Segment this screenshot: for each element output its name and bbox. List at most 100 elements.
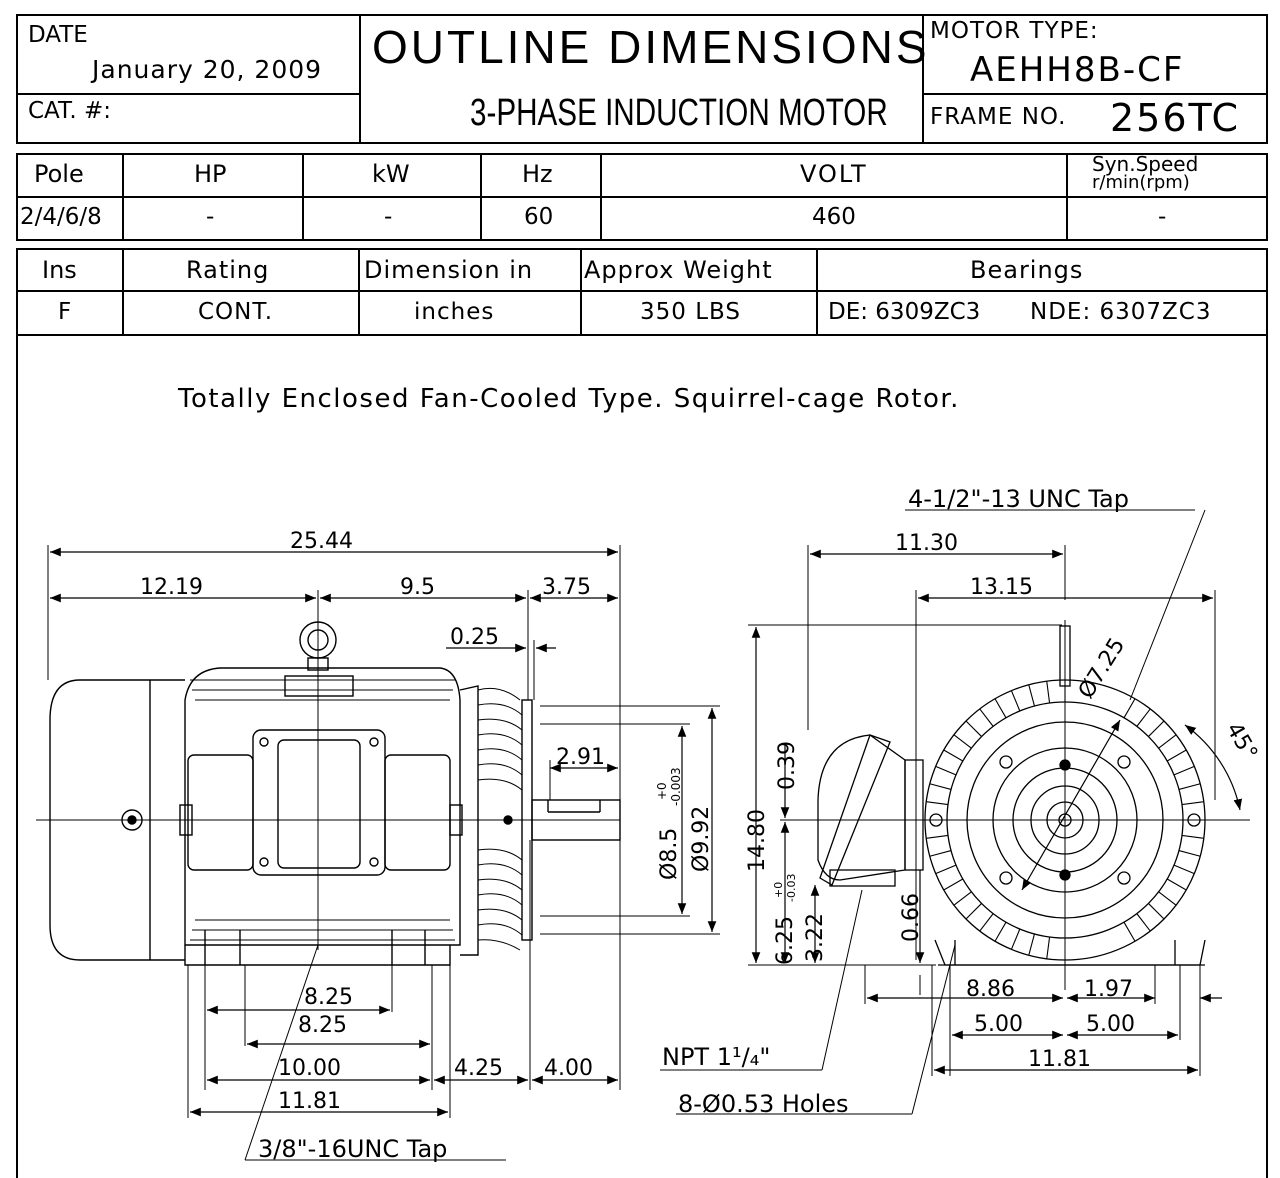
date-label: DATE: [28, 22, 88, 48]
fin-line: [935, 765, 957, 776]
th-rating: Rating: [186, 256, 270, 284]
dim-11-81-side: 11.81: [278, 1089, 341, 1114]
fin-line: [926, 801, 949, 806]
dim-4-00: 4.00: [544, 1056, 593, 1081]
dim-12-19: 12.19: [140, 575, 203, 600]
dim-5-00-b: 5.00: [1086, 1012, 1135, 1037]
th-ins: Ins: [42, 256, 77, 284]
fin-line: [1123, 921, 1136, 942]
fin-line: [1148, 903, 1165, 920]
dim-11-30: 11.30: [895, 531, 958, 556]
end-bracket: [459, 685, 479, 956]
fin-line: [965, 903, 982, 920]
td-kw: -: [384, 204, 393, 230]
dim-shaft-dia: Ø8.5: [657, 828, 682, 880]
td-volt: 460: [812, 204, 856, 230]
dimension-labels: 25.44 12.19 9.5 3.75 0.25 2.91 Ø8.5 +0 -…: [140, 485, 1262, 1163]
fin-line: [929, 783, 952, 790]
th-volt: VOLT: [800, 160, 868, 188]
drawing-frame-left: [16, 336, 18, 1178]
dim-11-81-front: 11.81: [1028, 1047, 1091, 1072]
dim-3-75: 3.75: [542, 575, 591, 600]
dim-10-00: 10.00: [278, 1056, 341, 1081]
fin-line: [1028, 933, 1035, 956]
th-pole: Pole: [34, 160, 84, 188]
dim-6-25-tol-plus: +0: [772, 882, 785, 898]
motor-type-value: AEHH8B-CF: [970, 50, 1185, 90]
tap-label-front: 4-1/2"-13 UNC Tap: [908, 485, 1129, 513]
dim-0-39: 0.39: [775, 741, 800, 790]
spec1-vline: [600, 153, 602, 241]
date-value: January 20, 2009: [92, 55, 323, 84]
dim-2-91: 2.91: [556, 745, 605, 770]
fin-line: [1046, 936, 1051, 959]
fin-line: [953, 734, 972, 749]
dim-shaft-tol-plus: +0: [655, 782, 669, 800]
side-view: [36, 590, 621, 966]
tap-label-side: 3/8"-16UNC Tap: [258, 1135, 447, 1163]
spec1-vline: [122, 153, 124, 241]
spec1-hline: [16, 196, 1268, 198]
title-hline-right: [922, 93, 1268, 95]
fan-center-mark: [121, 809, 143, 831]
fin-line: [1046, 681, 1051, 704]
dim-8-25-b: 8.25: [298, 1013, 347, 1038]
th-dimension: Dimension in: [364, 256, 534, 284]
drawing-frame-right: [1266, 336, 1268, 1178]
fin-line: [1158, 891, 1177, 906]
th-hz: Hz: [522, 160, 553, 188]
dim-3-22: 3.22: [803, 913, 828, 962]
spec1-vline: [302, 153, 304, 241]
td-bearing-de: DE: 6309ZC3: [828, 299, 981, 325]
title-divider-2: [922, 14, 924, 144]
fin-line: [1136, 913, 1151, 932]
fin-line: [965, 720, 982, 737]
side-dimensions: [47, 545, 720, 1161]
fan-cover: [49, 679, 185, 961]
fin-line: [979, 708, 994, 727]
spec2-hline: [16, 290, 1268, 292]
shaft: [531, 799, 621, 841]
fin-line: [1173, 765, 1195, 776]
title-hline-left: [16, 93, 361, 95]
fin-line: [979, 913, 994, 932]
td-pole: 2/4/6/8: [20, 204, 102, 230]
th-hp: HP: [194, 160, 227, 188]
spec1-vline: [480, 153, 482, 241]
th-weight: Approx Weight: [584, 256, 773, 284]
th-syn-speed: Syn.Speed: [1092, 152, 1199, 176]
fin-line: [1166, 749, 1187, 762]
fin-line: [926, 834, 949, 839]
spec2-vline: [358, 248, 360, 336]
th-bearings: Bearings: [970, 256, 1084, 284]
spec1-vline: [1066, 153, 1068, 241]
dim-6-25: 6.25: [773, 916, 798, 965]
fin-line: [935, 864, 957, 875]
th-kw: kW: [372, 160, 410, 188]
fin-line: [943, 878, 964, 891]
fin-line: [1010, 928, 1021, 950]
fin-line: [929, 850, 952, 857]
fin-line: [943, 749, 964, 762]
dim-5-00-a: 5.00: [974, 1012, 1023, 1037]
dim-4-25: 4.25: [454, 1056, 503, 1081]
dim-dia-7-25: Ø7.25: [1074, 634, 1130, 703]
dim-9-92: Ø9.92: [689, 806, 714, 872]
th-rpm: r/min(rpm): [1092, 172, 1190, 193]
fin-line: [1181, 834, 1204, 839]
fin-line: [1123, 698, 1136, 719]
dim-45-deg: 45°: [1221, 719, 1262, 765]
title-divider-1: [359, 14, 361, 144]
spec2-vline: [816, 248, 818, 336]
front-dimensions: [660, 509, 1243, 1115]
td-dimension-unit: inches: [414, 299, 495, 325]
fin-line: [1166, 878, 1187, 891]
npt-label: NPT 1¹/₄": [662, 1043, 770, 1071]
motor-type-label: MOTOR TYPE:: [930, 18, 1099, 44]
fin-line: [1173, 864, 1195, 875]
fin-line: [1181, 801, 1204, 806]
dim-1-97: 1.97: [1084, 977, 1133, 1002]
fin-line: [1028, 684, 1035, 707]
spec2-vline: [122, 248, 124, 336]
